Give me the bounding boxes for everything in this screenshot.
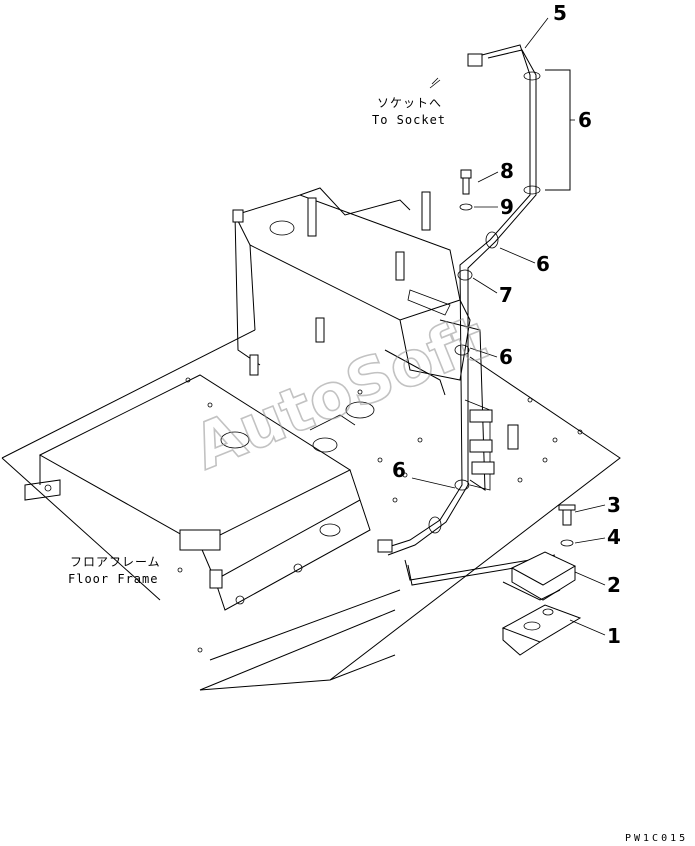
- socket-label-jp: ソケットへ: [377, 96, 442, 110]
- floor-plate: [1, 329, 621, 691]
- floor-frame-label-en: Floor Frame: [68, 572, 158, 586]
- wiring-harness: [377, 44, 571, 586]
- drawing-code: PW1C015: [625, 833, 688, 844]
- switch-assembly: [501, 504, 582, 656]
- socket-label-en: To Socket: [372, 113, 446, 127]
- callout-2: 2: [607, 573, 621, 597]
- frame-bracket: [232, 187, 519, 491]
- bolt-washer: [459, 169, 473, 211]
- watermark: AutoSoft: [183, 301, 496, 484]
- callout-5: 5: [553, 1, 567, 25]
- callout-8: 8: [500, 159, 514, 183]
- callout-7: 7: [499, 283, 513, 307]
- callout-6-second: 6: [536, 252, 550, 276]
- callout-6-lower: 6: [392, 458, 406, 482]
- leader-lines: [411, 17, 606, 636]
- callout-9: 9: [500, 195, 514, 219]
- callout-6-top: 6: [578, 108, 592, 132]
- floor-box: [24, 374, 371, 611]
- callout-6-third: 6: [499, 345, 513, 369]
- callout-3: 3: [607, 493, 621, 517]
- floor-frame-label-jp: フロアフレーム: [70, 555, 161, 569]
- callout-4: 4: [607, 525, 621, 549]
- callout-1: 1: [607, 624, 621, 648]
